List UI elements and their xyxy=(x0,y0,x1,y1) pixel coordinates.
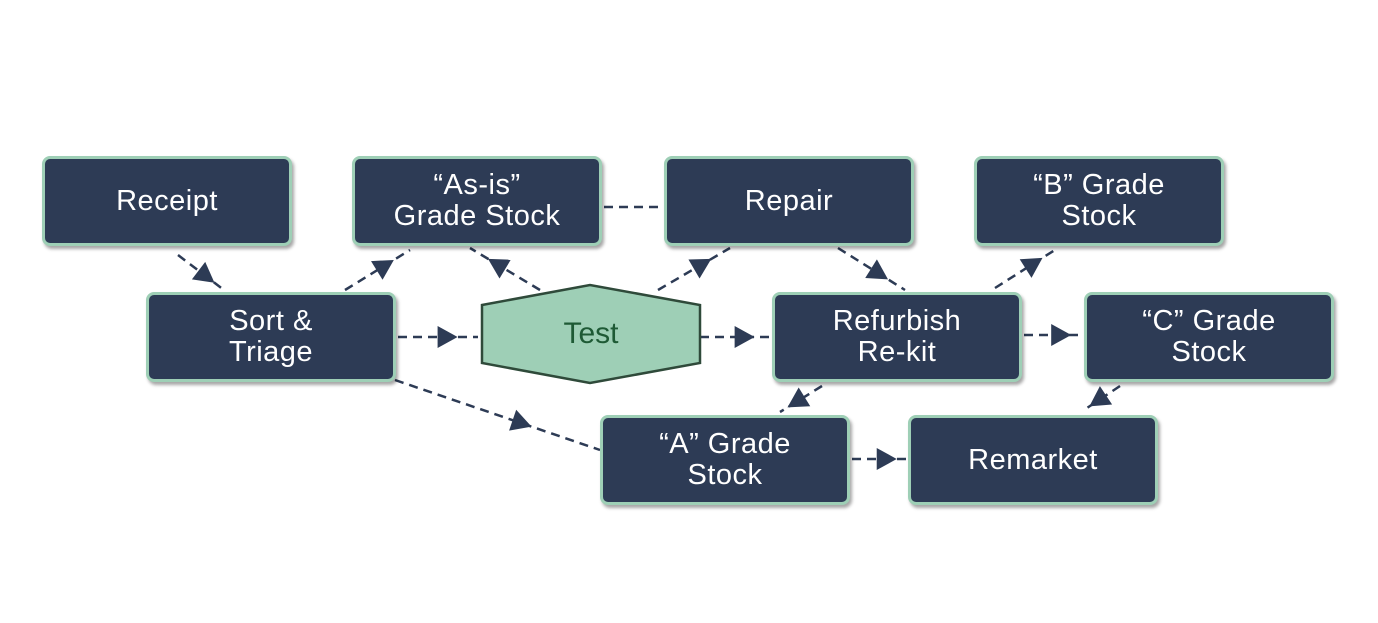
node-refurbish-label-line2: Re-kit xyxy=(857,336,937,368)
node-remarket[interactable]: Remarket xyxy=(908,415,1158,505)
arrowhead-icon xyxy=(1051,324,1072,346)
node-a-grade-label-line1: “A” Grade xyxy=(659,428,791,460)
arrowhead-icon xyxy=(488,258,511,279)
connector-repair-to-refurbish xyxy=(837,246,906,292)
node-repair[interactable]: Repair xyxy=(664,156,914,246)
node-b-grade-stock[interactable]: “B” Grade Stock xyxy=(974,156,1224,246)
connector-test-to-repair xyxy=(657,246,731,292)
node-c-grade-label-line1: “C” Grade xyxy=(1142,305,1276,337)
arrowhead-icon xyxy=(1019,257,1043,278)
node-receipt[interactable]: Receipt xyxy=(42,156,292,246)
arrowhead-icon xyxy=(876,448,897,470)
connector-receipt-to-sort_triage xyxy=(177,254,225,291)
node-a-grade-stock[interactable]: “A” Grade Stock xyxy=(600,415,850,505)
node-sort-triage-label-line1: Sort & xyxy=(229,305,313,337)
connector-test-to-as_is xyxy=(469,246,541,292)
node-repair-label: Repair xyxy=(744,184,834,217)
node-receipt-label: Receipt xyxy=(116,184,218,217)
node-test-label: Test xyxy=(563,317,619,350)
arrowhead-icon xyxy=(787,387,811,408)
arrowhead-icon xyxy=(734,326,755,348)
node-b-grade-label-line2: Stock xyxy=(1061,200,1137,232)
node-remarket-label: Remarket xyxy=(968,443,1098,476)
node-sort-triage[interactable]: Sort & Triage xyxy=(146,292,396,382)
arrowhead-icon xyxy=(1089,386,1113,407)
test-hexagon[interactable] xyxy=(480,283,702,385)
node-as-is-grade-stock[interactable]: “As-is” Grade Stock xyxy=(352,156,602,246)
connector-refurbish-to-a_grade xyxy=(779,384,823,414)
node-a-grade-label-line2: Stock xyxy=(687,459,763,491)
node-as-is-label-line2: Grade Stock xyxy=(393,200,561,232)
arrowhead-icon xyxy=(688,258,712,279)
arrowhead-icon xyxy=(371,259,394,280)
node-c-grade-label-line2: Stock xyxy=(1171,336,1247,368)
node-refurbish-label-line1: Refurbish xyxy=(832,305,962,337)
connector-sort_triage-to-a_grade xyxy=(394,378,601,452)
arrowhead-icon xyxy=(865,259,889,280)
node-c-grade-stock[interactable]: “C” Grade Stock xyxy=(1084,292,1334,382)
arrowhead-icon xyxy=(509,409,532,431)
arrowhead-icon xyxy=(191,261,215,283)
arrowhead-icon xyxy=(437,326,458,348)
node-refurbish-rekit[interactable]: Refurbish Re-kit xyxy=(772,292,1022,382)
node-sort-triage-label-line2: Triage xyxy=(228,336,314,368)
node-b-grade-label-line1: “B” Grade xyxy=(1033,169,1165,201)
node-as-is-label-line1: “As-is” xyxy=(433,169,521,201)
